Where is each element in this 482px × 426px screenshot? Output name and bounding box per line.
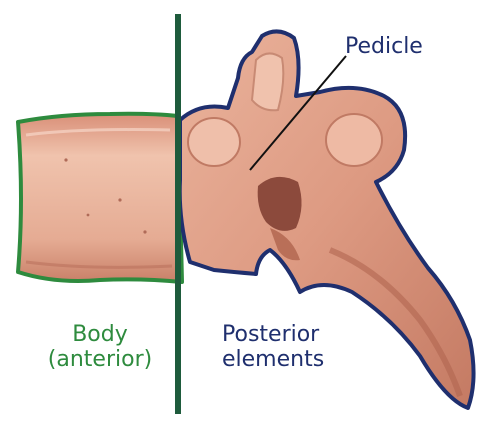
body-label: Body (anterior) — [36, 322, 164, 372]
pedicle-label: Pedicle — [345, 34, 423, 59]
posterior-label-line2: elements — [222, 347, 324, 372]
pedicle-label-text: Pedicle — [345, 34, 423, 59]
posterior-label: Posterior elements — [222, 322, 324, 372]
body-label-line2: (anterior) — [48, 347, 152, 372]
body-label-line1: Body — [72, 322, 128, 347]
posterior-label-line1: Posterior — [222, 322, 319, 347]
vertebral-body — [18, 114, 182, 282]
